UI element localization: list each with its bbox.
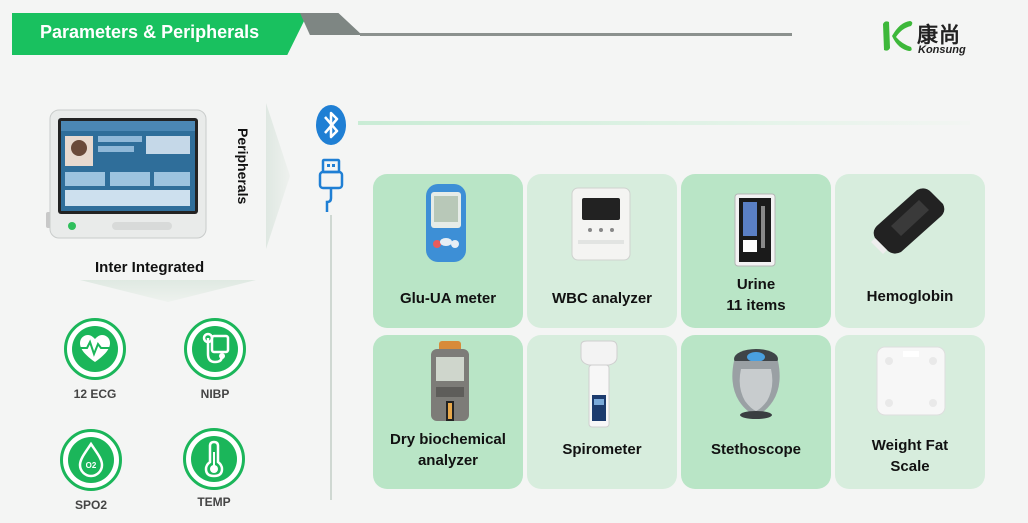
- peripheral-card-hemoglobin: Hemoglobin: [835, 174, 985, 328]
- peripherals-label: Peripherals: [233, 128, 255, 228]
- page-title: Parameters & Peripherals: [40, 22, 260, 42]
- param-temp: [183, 428, 245, 490]
- param-nibp: [184, 318, 246, 380]
- glucose-meter-image: [426, 184, 466, 262]
- bluetooth-icon: [316, 105, 346, 145]
- peripheral-card-glu-ua: Glu-UA meter: [373, 174, 523, 328]
- svg-text:O2: O2: [86, 461, 97, 470]
- integrated-tablet-device: [46, 109, 207, 239]
- param-label-spo2: SPO2: [74, 498, 107, 512]
- spirometer-image: [580, 340, 618, 428]
- konsung-logo-icon: [883, 21, 913, 51]
- konsung-logo: 康尚 Konsung: [880, 18, 996, 58]
- connection-line: [358, 121, 970, 125]
- peripheral-card-wbc: WBC analyzer: [527, 174, 677, 328]
- urine-analyzer-image: [734, 193, 776, 267]
- peripheral-label: WBC analyzer: [551, 290, 653, 307]
- header-accent: [300, 13, 362, 35]
- oxygen-drop-icon: O2: [78, 441, 104, 478]
- logo-chinese-text: 康尚: [917, 23, 961, 47]
- hemoglobin-meter-image: [871, 188, 945, 254]
- connection-vertical-line: [330, 215, 332, 500]
- header-divider: [360, 33, 792, 36]
- param-ecg: [64, 318, 126, 380]
- peripheral-card-stethoscope: Stethoscope: [681, 335, 831, 489]
- peripheral-label: Stethoscope: [710, 441, 801, 458]
- peripherals-arrow: [266, 103, 290, 249]
- peripherals-label-text: Peripherals: [235, 128, 251, 205]
- peripheral-label: Spirometer: [562, 441, 642, 458]
- peripheral-label: Hemoglobin: [866, 288, 954, 305]
- stethoscope-image: [732, 349, 780, 419]
- blood-pressure-icon: [202, 332, 230, 364]
- header-banner: [12, 13, 308, 55]
- param-label-temp: TEMP: [197, 495, 231, 509]
- param-label-ecg: 12 ECG: [73, 387, 117, 401]
- peripheral-card-spirometer: Spirometer: [527, 335, 677, 489]
- logo-english-text: Konsung: [918, 44, 966, 56]
- weight-scale-image: [876, 346, 946, 416]
- usb-icon: [318, 158, 344, 212]
- peripheral-label: Glu-UA meter: [399, 290, 497, 307]
- biochemical-analyzer-image: [431, 341, 469, 421]
- device-label: Inter Integrated: [95, 259, 205, 276]
- ecg-heart-icon: [77, 335, 113, 362]
- param-label-nibp: NIBP: [200, 387, 230, 401]
- device-down-arrow: [80, 280, 256, 302]
- wbc-analyzer-image: [571, 187, 631, 261]
- thermometer-icon: [204, 440, 224, 478]
- param-spo2: O2: [60, 429, 122, 491]
